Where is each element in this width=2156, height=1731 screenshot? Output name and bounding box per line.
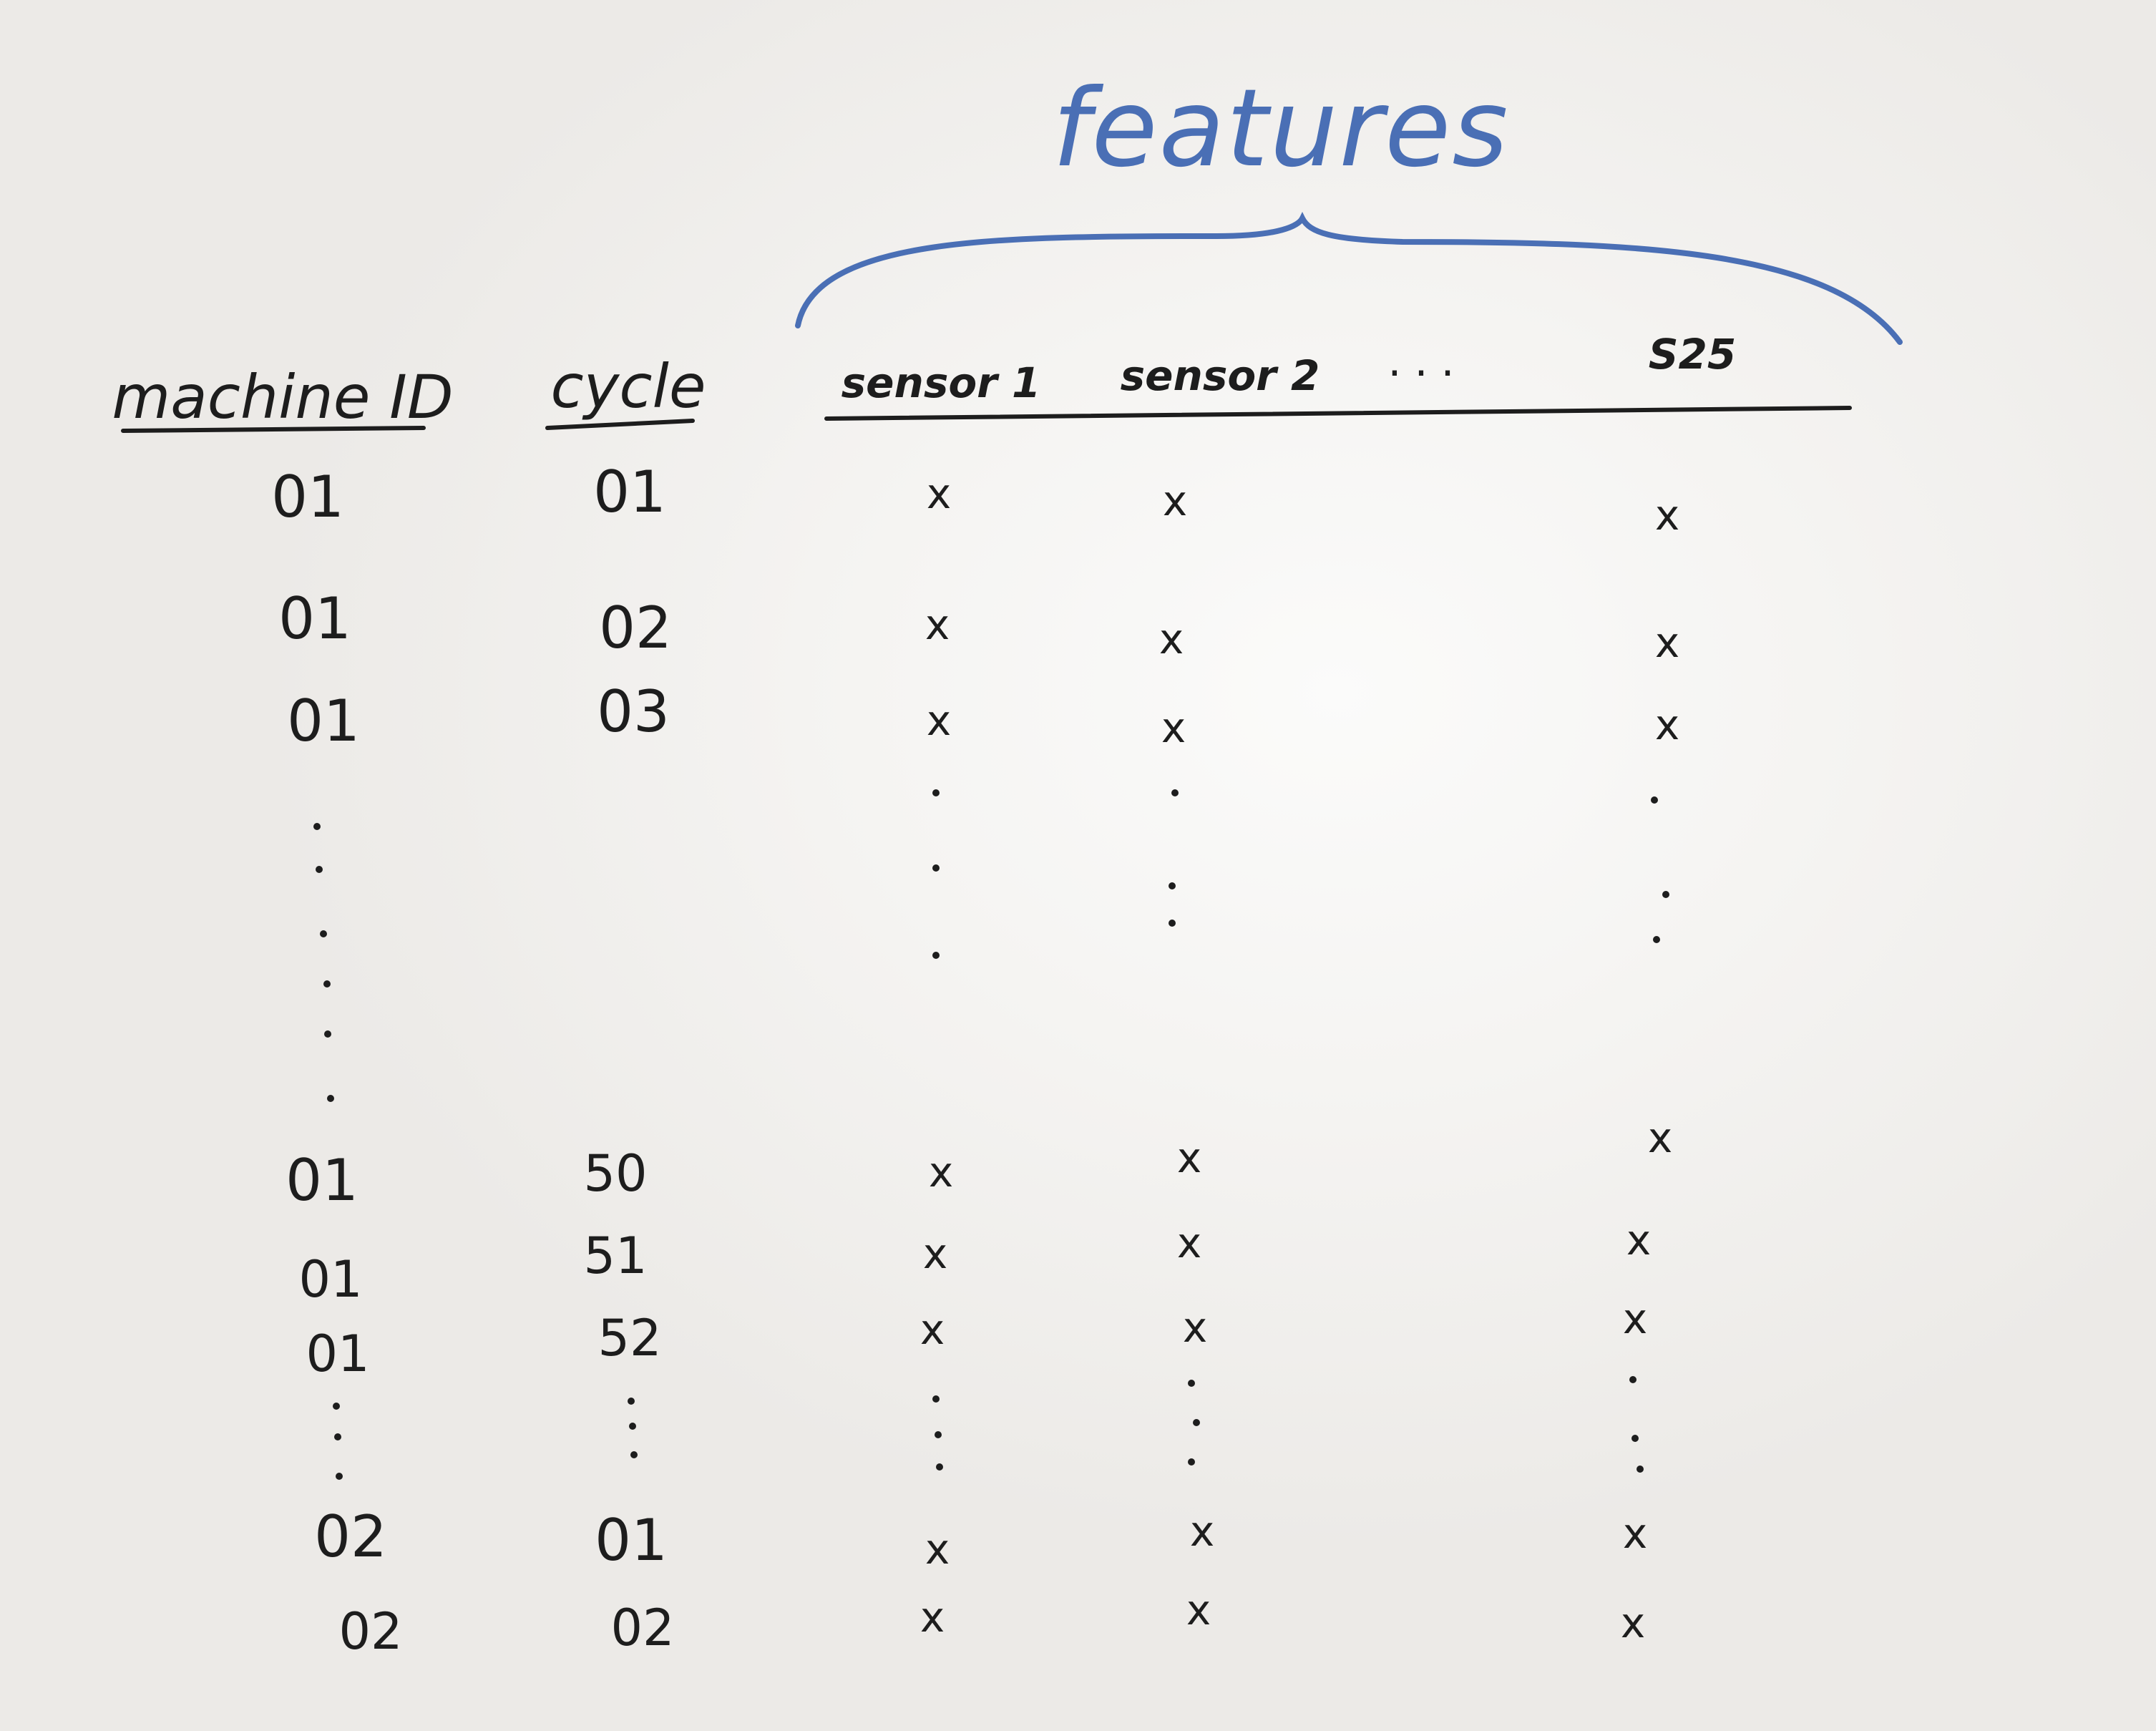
dot: [323, 980, 331, 988]
cell-cycle: 02: [610, 1599, 675, 1657]
cell-sensor-25: x: [1626, 1216, 1652, 1264]
header-sensor-25: S25: [1648, 330, 1737, 379]
cell-machine-id: 01: [271, 464, 344, 530]
cell-sensor-2: x: [1161, 703, 1186, 752]
cell-sensor-25: x: [1647, 1113, 1673, 1162]
cell-sensor-1: x: [920, 1593, 945, 1642]
dot: [932, 1395, 940, 1403]
dot: [936, 1463, 943, 1471]
cell-sensor-2: x: [1186, 1586, 1211, 1634]
dot: [1631, 1435, 1639, 1442]
cell-machine-id: 02: [314, 1503, 387, 1570]
dot: [1171, 789, 1179, 796]
dot: [932, 952, 940, 959]
cell-cycle: 01: [593, 459, 666, 525]
cell-sensor-1: x: [926, 469, 952, 518]
cell-cycle: 01: [595, 1507, 668, 1574]
cell-sensor-25: x: [1620, 1599, 1646, 1647]
dot: [628, 1398, 635, 1405]
header-sensor-1: sensor 1: [841, 359, 1041, 407]
cell-sensor-25: x: [1654, 491, 1680, 540]
cell-cycle: 51: [583, 1227, 648, 1285]
header-ellipsis: ...: [1387, 336, 1468, 386]
cell-machine-id: 01: [286, 1147, 358, 1214]
features-brace: [795, 212, 1903, 345]
dot: [324, 1030, 331, 1038]
header-machine-id: machine ID: [112, 362, 454, 432]
cell-sensor-25: x: [1622, 1294, 1648, 1343]
cell-machine-id: 01: [278, 585, 351, 652]
cell-sensor-1: x: [928, 1148, 954, 1196]
dot: [327, 1095, 334, 1102]
header-cycle: cycle: [550, 351, 706, 421]
dot: [630, 1451, 638, 1458]
cell-cycle: 50: [583, 1144, 648, 1203]
cell-sensor-1: x: [925, 1525, 950, 1574]
dot: [932, 864, 940, 872]
dot: [320, 930, 327, 937]
cell-sensor-2: x: [1176, 1219, 1202, 1267]
cell-sensor-25: x: [1654, 618, 1680, 667]
dot: [336, 1473, 343, 1480]
sensors-underline: [824, 406, 1852, 421]
dot: [313, 823, 321, 830]
cell-cycle: 02: [599, 595, 672, 661]
cell-sensor-1: x: [925, 600, 950, 649]
cell-sensor-1: x: [920, 1305, 945, 1354]
dot: [1188, 1458, 1195, 1466]
dot: [1188, 1380, 1195, 1387]
cycle-underline: [545, 419, 695, 430]
dot: [1662, 891, 1669, 898]
cell-cycle: 03: [597, 678, 670, 745]
dot: [1629, 1376, 1636, 1383]
dot: [1169, 882, 1176, 889]
cell-machine-id: 01: [306, 1325, 370, 1383]
cell-machine-id: 01: [298, 1250, 363, 1309]
dot: [1193, 1419, 1200, 1426]
cell-sensor-2: x: [1159, 615, 1184, 663]
cell-sensor-2: x: [1176, 1133, 1202, 1182]
cell-sensor-1: x: [926, 696, 952, 745]
dot: [1636, 1466, 1644, 1473]
dot: [1651, 796, 1658, 804]
dot: [333, 1403, 340, 1410]
dot: [629, 1423, 636, 1430]
cell-sensor-1: x: [922, 1229, 948, 1278]
dot: [316, 866, 323, 873]
dot: [935, 1431, 942, 1438]
cell-sensor-2: x: [1182, 1303, 1208, 1352]
cell-machine-id: 02: [338, 1602, 403, 1661]
cell-sensor-2: x: [1189, 1507, 1215, 1556]
header-sensor-2: sensor 2: [1120, 351, 1320, 400]
cell-cycle: 52: [597, 1309, 662, 1367]
cell-sensor-25: x: [1654, 701, 1680, 749]
cell-sensor-25: x: [1622, 1509, 1648, 1558]
cell-sensor-2: x: [1162, 477, 1188, 525]
dot: [932, 789, 940, 796]
cell-machine-id: 01: [287, 688, 360, 754]
features-label: features: [1052, 67, 1510, 191]
dot: [1653, 936, 1660, 943]
dot: [334, 1433, 341, 1440]
dot: [1169, 920, 1176, 927]
